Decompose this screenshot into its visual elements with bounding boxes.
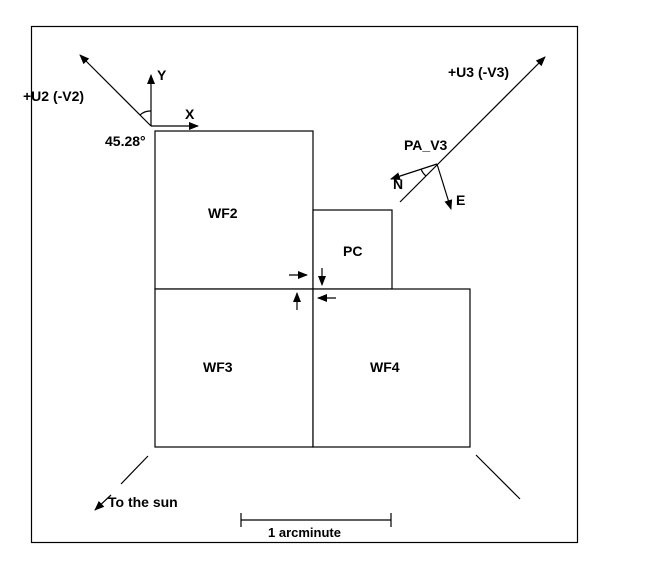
pa-v3-arc [420,168,427,177]
sun-arrow [94,494,112,511]
pa-v3-label: PA_V3 [404,137,448,153]
u3-axis-line [399,56,546,203]
diagonal-line-right [475,454,521,500]
wf2-chip [154,130,314,290]
x-axis-label: X [185,106,195,122]
pc-label: PC [343,243,362,259]
u2-axis-label: +U2 (-V2) [23,88,84,104]
outer-frame [30,25,579,544]
north-arrow [390,163,438,181]
east-arrow [436,163,453,210]
angle-arc [139,110,152,116]
wf4-chip [312,288,471,448]
u3-axis-label: +U3 (-V3) [448,64,509,80]
wf3-label: WF3 [203,359,233,375]
sun-label: To the sun [108,494,178,510]
north-label: N [393,176,403,192]
wf2-label: WF2 [208,205,238,221]
east-label: E [456,192,465,208]
wf3-chip [154,288,314,448]
diagonal-line-left [120,455,149,485]
scale-bar-label: 1 arcminute [268,525,341,540]
pc-chip [312,209,393,290]
wf4-label: WF4 [370,359,400,375]
u2-axis-arrow [79,54,152,127]
angle-label: 45.28° [105,133,146,149]
y-axis-label: Y [157,67,167,83]
